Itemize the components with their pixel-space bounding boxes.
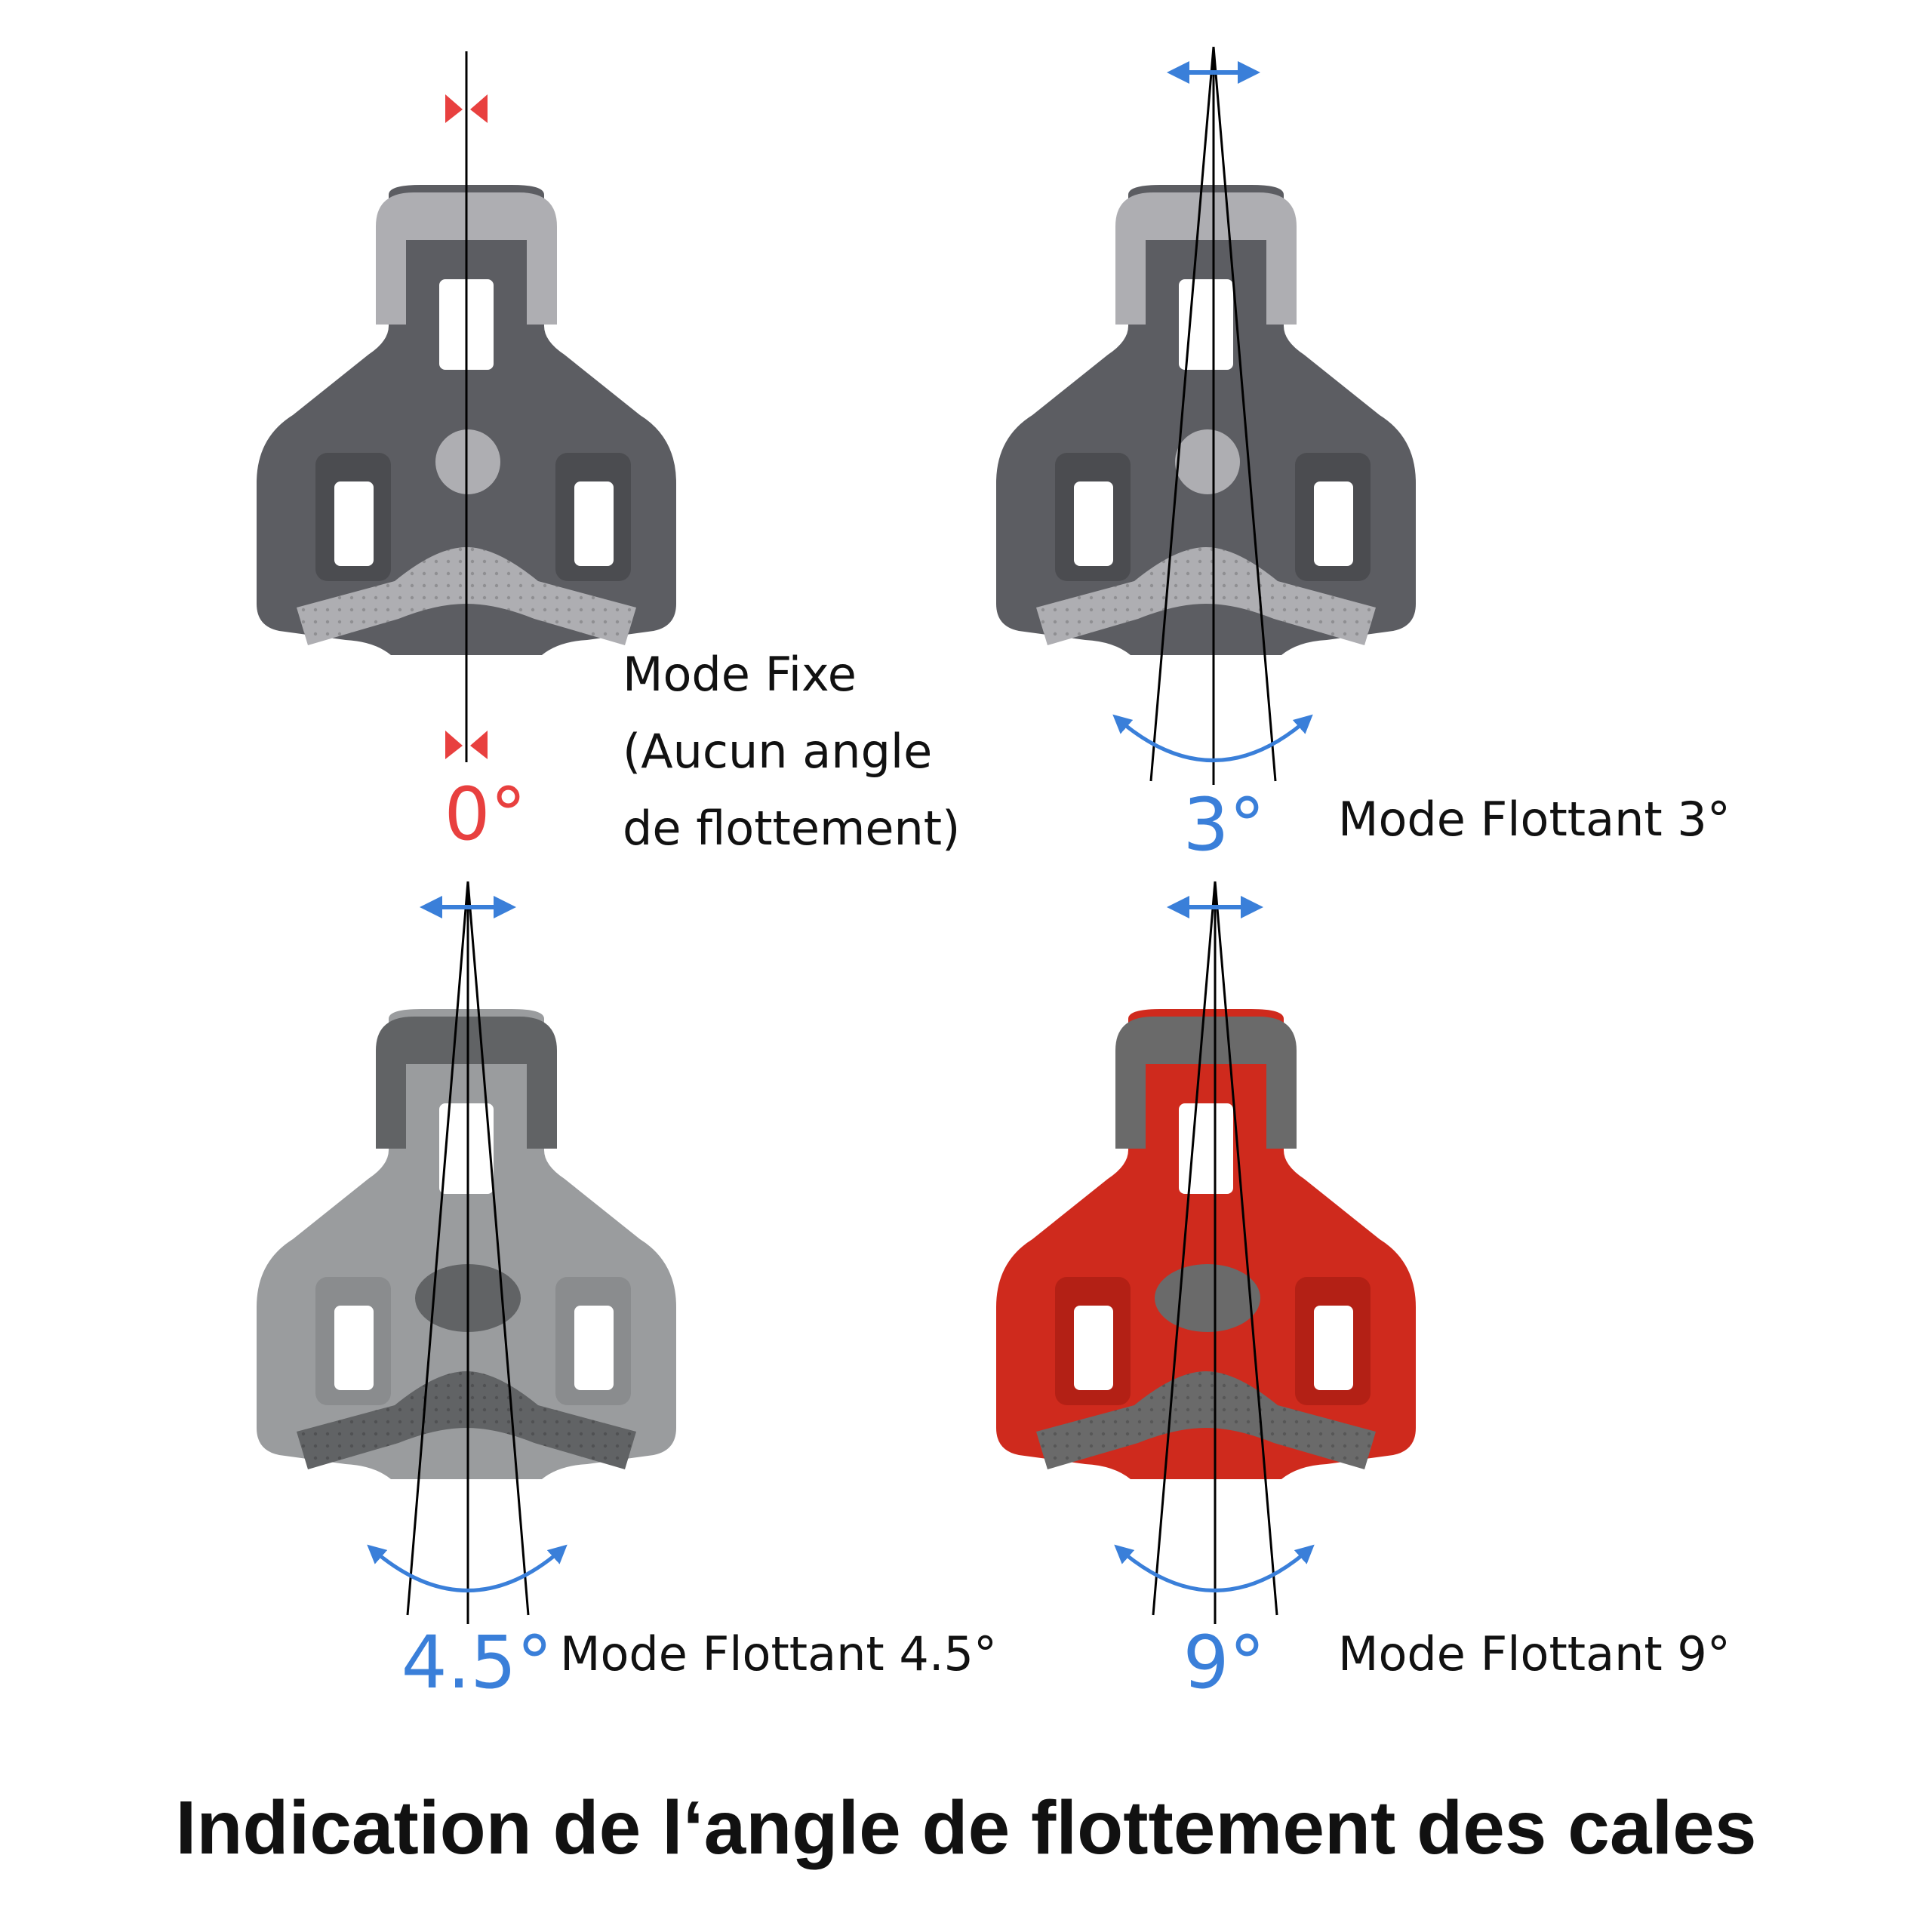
fixed-marker-bottom-icon: [445, 731, 488, 759]
angle-label: 4.5°: [401, 1620, 553, 1705]
mode-label-line-3: de flottement): [623, 801, 960, 856]
float-lines: [406, 881, 530, 1624]
fixed-marker-top-icon: [445, 94, 488, 123]
cleat-red: [996, 1009, 1416, 1479]
rotation-arc-icon: [1114, 1544, 1315, 1592]
panel-float-3: 3° Mode Flottant 3°: [996, 46, 1730, 867]
panel-fixed: 0° Mode Fixe (Aucun angle de flottement): [257, 51, 960, 857]
rotation-arc-icon: [367, 1544, 568, 1592]
cleat-light-gray: [257, 1009, 676, 1479]
page-title: Indication de l‘angle de flottement des …: [176, 1786, 1757, 1870]
mode-label: Mode Flottant 3°: [1338, 792, 1730, 847]
float-lines: [1152, 881, 1278, 1624]
mode-label: Mode Flottant 9°: [1338, 1626, 1730, 1681]
cleat-dark-gray: [996, 185, 1416, 655]
float-lines: [1149, 46, 1277, 785]
mode-label: Mode Flottant 4.5°: [560, 1626, 997, 1681]
angle-label: 9°: [1183, 1620, 1265, 1705]
panel-float-9: 9° Mode Flottant 9°: [996, 881, 1730, 1705]
angle-label: 0°: [444, 772, 526, 857]
panel-float-4-5: 4.5° Mode Flottant 4.5°: [257, 881, 997, 1705]
mode-label-line-1: Mode Fixe: [623, 647, 857, 702]
mode-label-line-2: (Aucun angle: [623, 724, 932, 779]
angle-label: 3°: [1183, 783, 1265, 867]
rotation-arc-icon: [1112, 714, 1313, 762]
